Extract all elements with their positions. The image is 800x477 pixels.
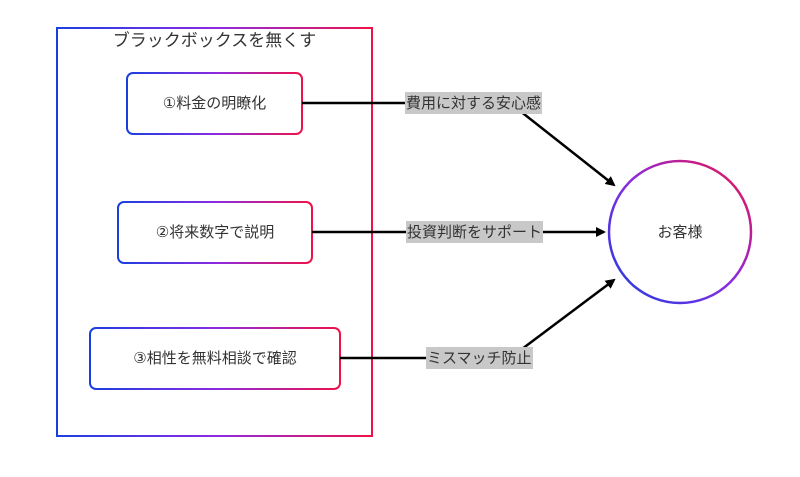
node-label-free-consultation: ③相性を無料相談で確認 [133,349,297,367]
group-title: ブラックボックスを無くす [112,31,317,51]
customer-circle[interactable] [607,159,753,305]
edge-label-peace-of-mind: 費用に対する安心感 [405,92,543,114]
customer-label: お客様 [657,223,703,241]
edge-label-mismatch-prevention: ミスマッチ防止 [426,347,533,369]
edge-label-investment-support: 投資判断をサポート [406,221,544,243]
node-label-future-numbers: ②将来数字で説明 [155,223,275,241]
edge-price-to-customer [302,101,616,187]
node-label-price-clarity: ①料金の明瞭化 [162,94,267,112]
